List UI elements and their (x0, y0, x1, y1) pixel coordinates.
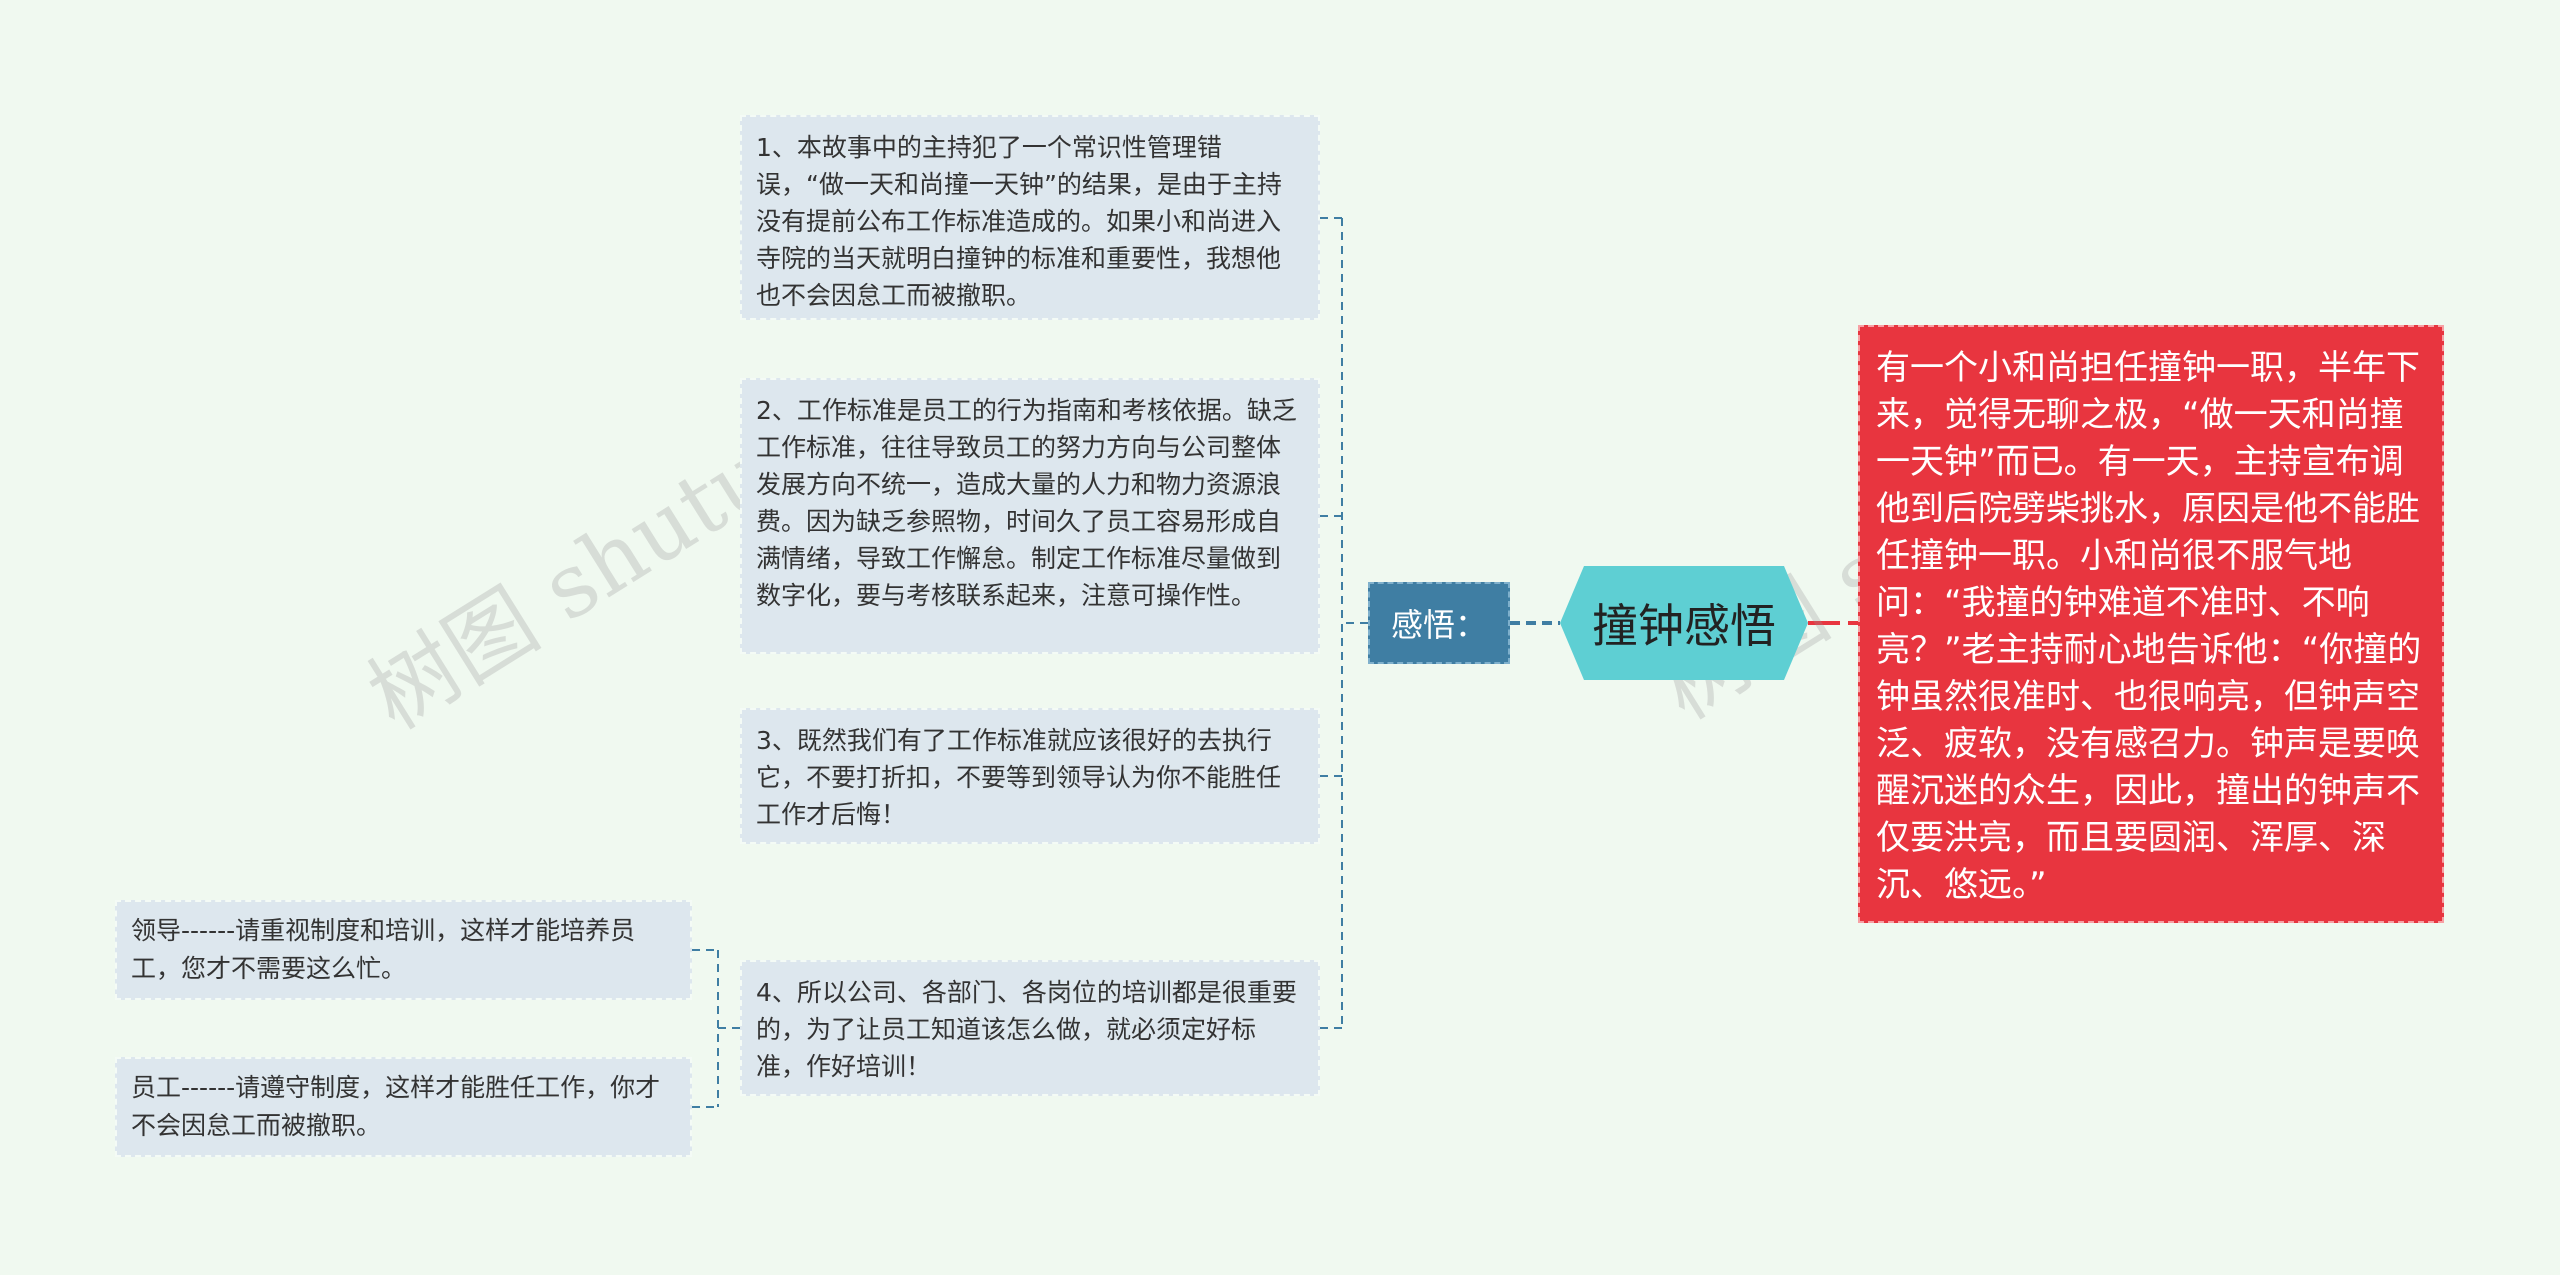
point-4[interactable]: 4、所以公司、各部门、各岗位的培训都是很重要的，为了让员工知道该怎么做，就必须定… (740, 960, 1320, 1096)
point-1[interactable]: 1、本故事中的主持犯了一个常识性管理错误，“做一天和尚撞一天钟”的结果，是由于主… (740, 115, 1320, 320)
root-label: 撞钟感悟 (1592, 599, 1776, 653)
point-2[interactable]: 2、工作标准是员工的行为指南和考核依据。缺乏工作标准，往往导致员工的努力方向与公… (740, 378, 1320, 654)
sub-point-employee[interactable]: 员工------请遵守制度，这样才能胜任工作，你才不会因怠工而被撤职。 (115, 1057, 692, 1157)
sub-point-leader[interactable]: 领导------请重视制度和培训，这样才能培养员工，您才不需要这么忙。 (115, 900, 692, 1000)
root-hexagon-shape (1560, 566, 1808, 680)
root-node[interactable]: 撞钟感悟 (1560, 566, 1808, 680)
branch-node-insights[interactable]: 感悟： (1368, 582, 1510, 664)
point-3[interactable]: 3、既然我们有了工作标准就应该很好的去执行它，不要打折扣，不要等到领导认为你不能… (740, 708, 1320, 844)
story-node[interactable]: 有一个小和尚担任撞钟一职，半年下来，觉得无聊之极，“做一天和尚撞一天钟”而已。有… (1858, 325, 2444, 923)
